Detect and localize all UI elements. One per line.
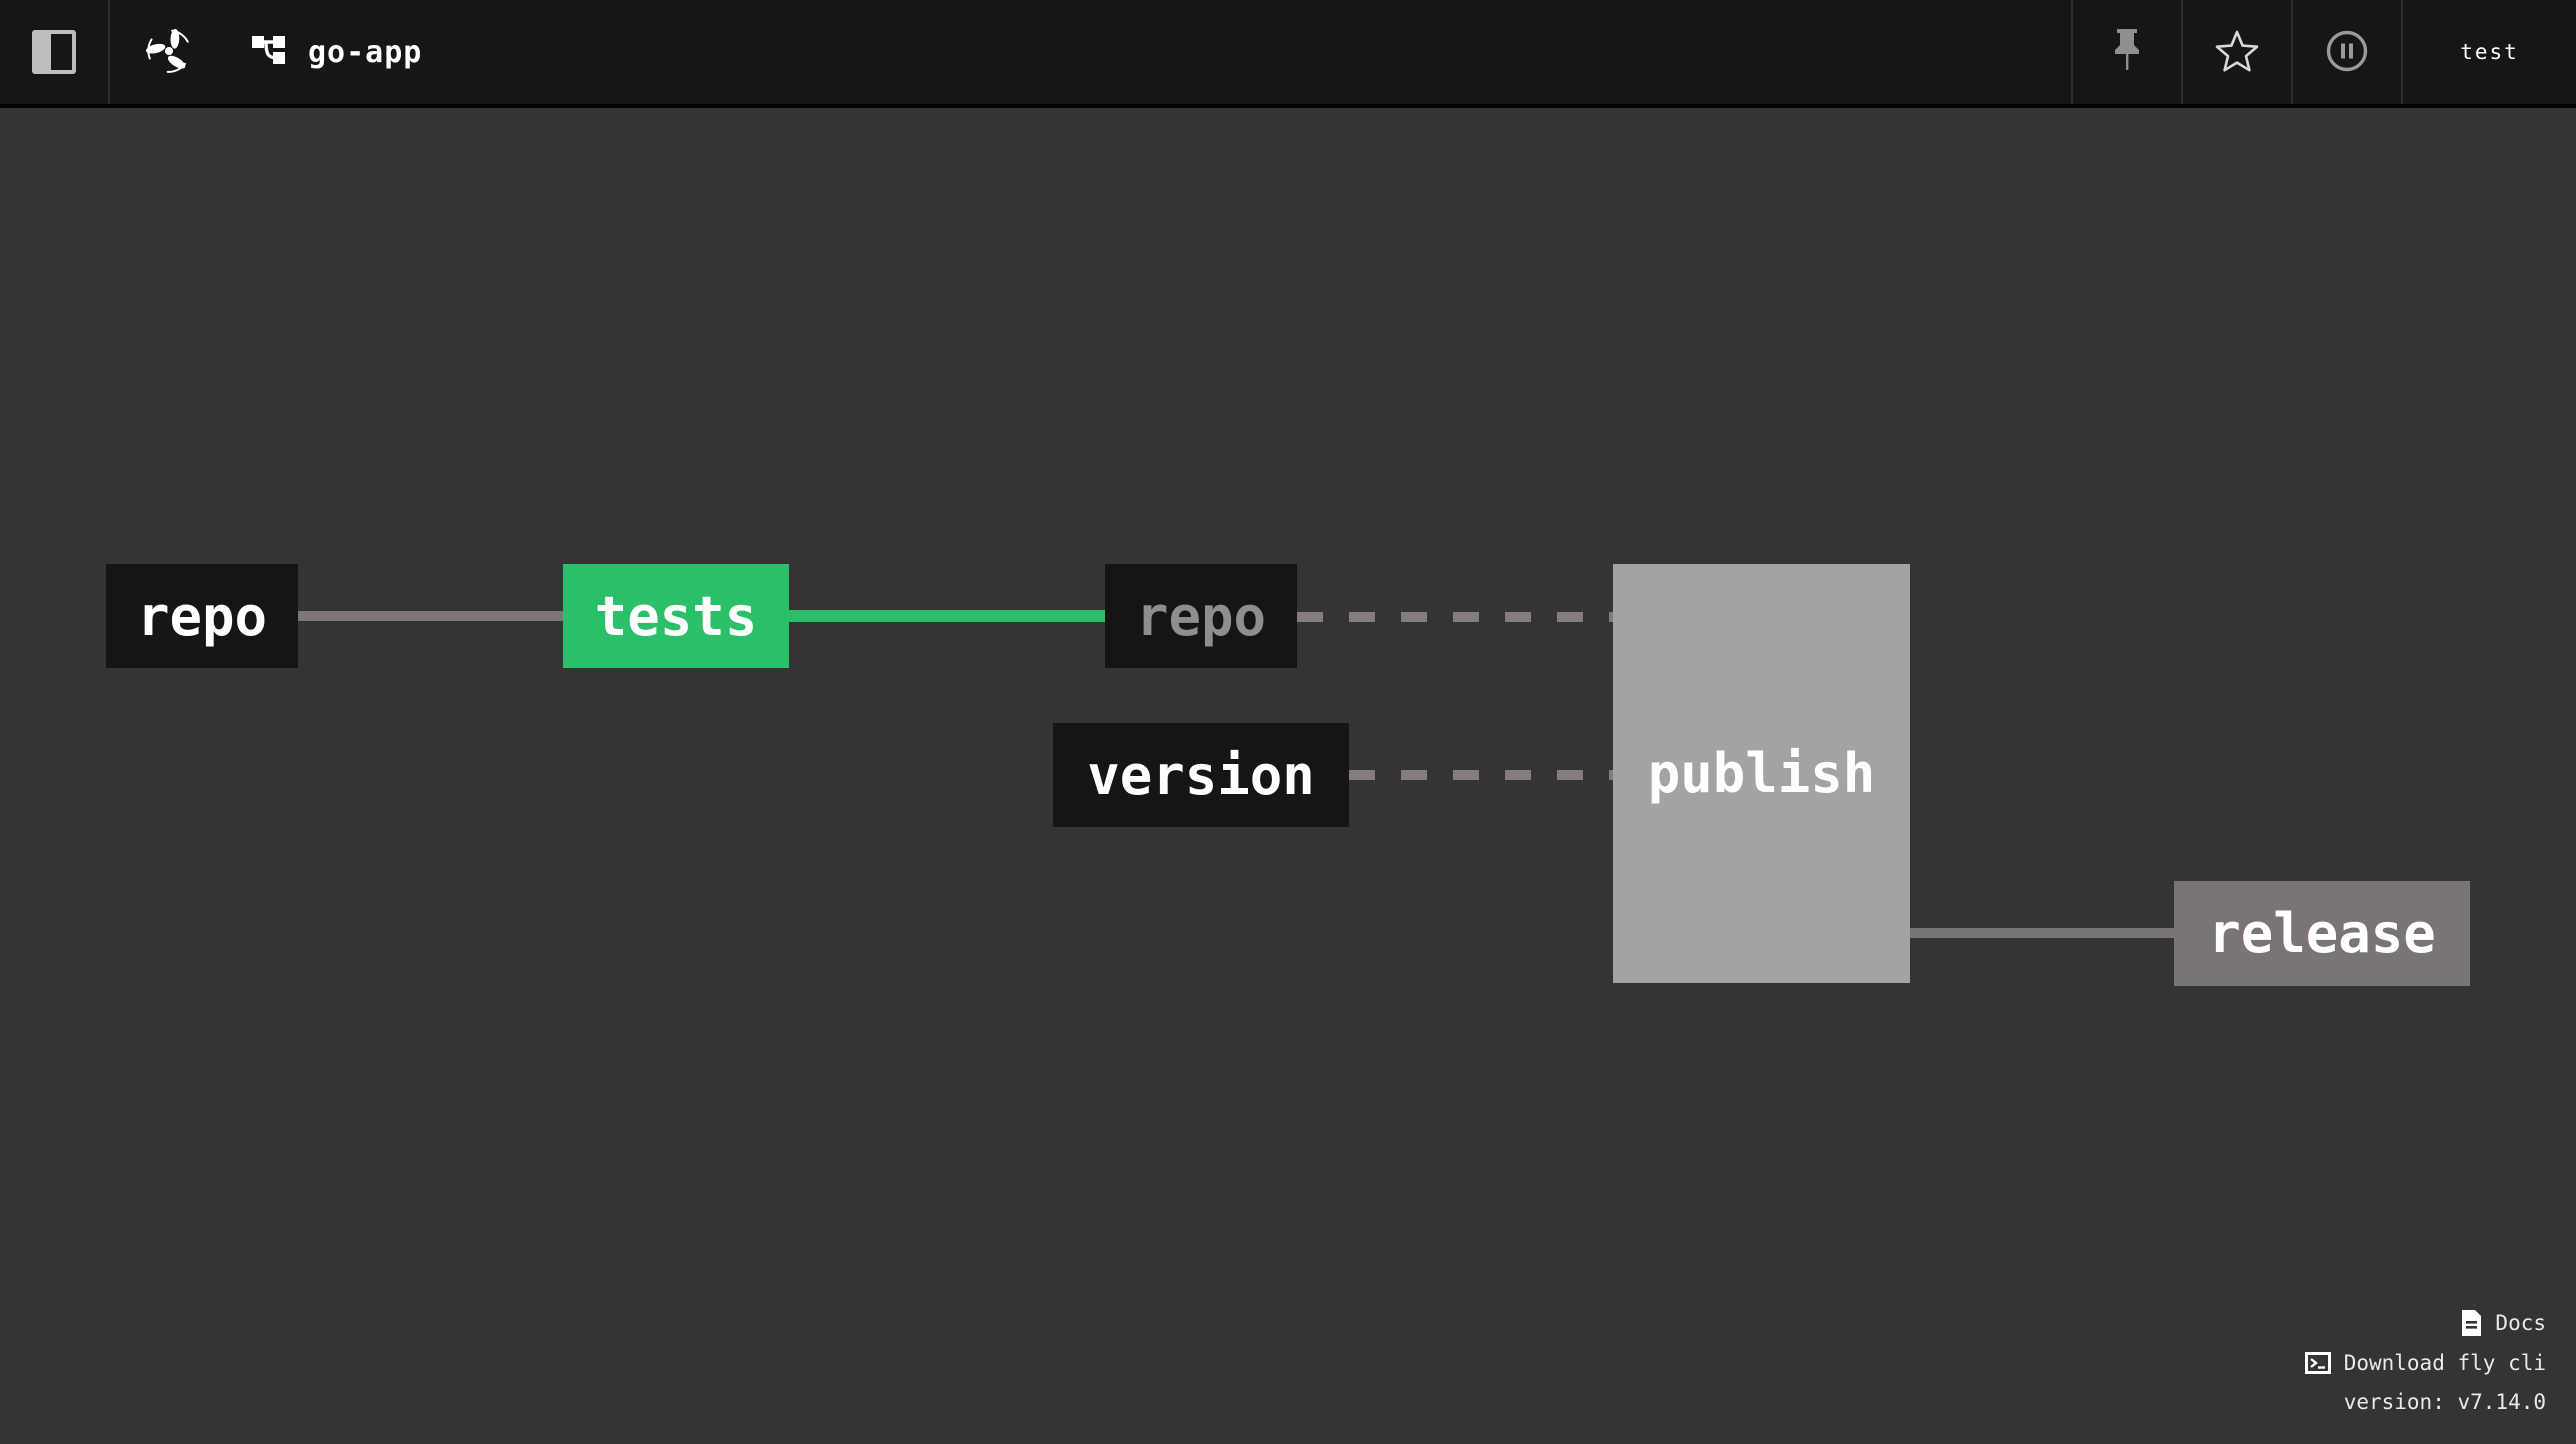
edge-repo-to-tests [298,611,563,621]
version-label: version: v7.14.0 [2343,1390,2546,1414]
node-label: repo [1135,584,1267,648]
top-bar-right: test [2071,0,2576,104]
pipeline-graph-icon [250,34,286,70]
user-menu[interactable]: test [2401,0,2576,104]
resource-node-release[interactable]: release [2174,881,2470,986]
breadcrumb[interactable]: go-app [228,0,422,104]
pipeline-name: go-app [308,34,423,70]
pipeline-canvas[interactable]: repo tests repo version publish release [0,112,2576,1444]
terminal-icon [2304,1352,2331,1374]
favorite-pipeline-button[interactable] [2181,0,2291,104]
node-label: repo [136,584,268,648]
sidebar-panel-icon [32,30,76,74]
node-label: version [1087,743,1315,807]
node-label: publish [1647,742,1876,805]
edge-tests-to-repo [788,610,1106,622]
top-bar: go-app [0,0,2576,108]
docs-link[interactable]: Docs [2461,1310,2546,1336]
edge-publish-to-release [1910,928,2174,938]
pin-icon [2114,28,2140,76]
resource-node-repo-input[interactable]: repo [106,564,298,668]
edge-version-to-publish [1349,770,1613,780]
edge-repo-to-publish [1297,612,1613,622]
user-name: test [2460,40,2519,64]
document-icon [2461,1310,2482,1336]
pin-pipeline-button[interactable] [2071,0,2181,104]
star-icon [2215,30,2259,75]
resource-node-repo-passed[interactable]: repo [1105,564,1297,668]
sidebar-toggle-button[interactable] [0,0,110,104]
pause-circle-icon [2325,29,2369,76]
download-fly-cli-link[interactable]: Download fly cli [2304,1351,2546,1375]
job-node-tests[interactable]: tests [563,564,789,668]
node-label: tests [594,584,758,648]
resource-node-version[interactable]: version [1053,723,1349,827]
node-label: release [2208,902,2436,965]
pause-pipeline-button[interactable] [2291,0,2401,104]
version-info: version: v7.14.0 [2344,1390,2546,1414]
job-node-publish[interactable]: publish [1613,564,1910,983]
home-logo-button[interactable] [110,0,228,104]
footer-links: Docs Download fly cli version: v7.14.0 [2304,1310,2546,1414]
docs-label: Docs [2495,1311,2546,1335]
top-bar-left: go-app [0,0,422,104]
concourse-propeller-logo-icon [140,22,198,83]
download-label: Download fly cli [2343,1351,2546,1375]
